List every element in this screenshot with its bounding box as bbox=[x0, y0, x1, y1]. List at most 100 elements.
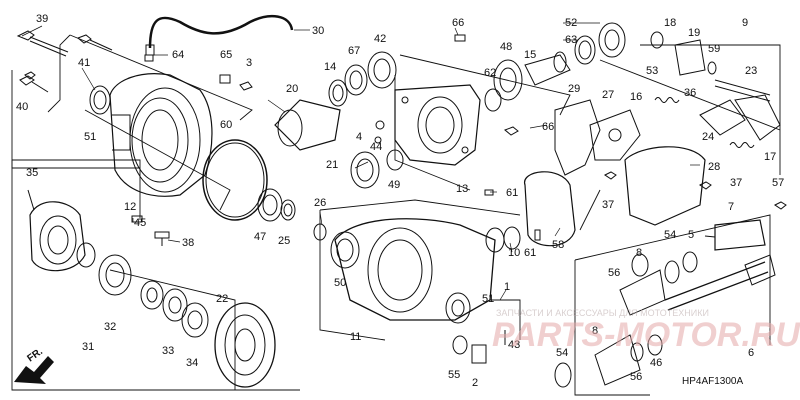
callout: 64 bbox=[172, 49, 184, 61]
callout: 55 bbox=[448, 369, 460, 381]
callout: 44 bbox=[370, 141, 382, 153]
callout: 57 bbox=[772, 177, 784, 189]
callout: 25 bbox=[278, 235, 290, 247]
callout: 16 bbox=[630, 91, 642, 103]
callout: 54 bbox=[664, 229, 676, 241]
callout: 30 bbox=[312, 25, 324, 37]
callout: 3 bbox=[246, 57, 252, 69]
callout: 19 bbox=[688, 27, 700, 39]
callout: 45 bbox=[134, 217, 146, 229]
leader-lines bbox=[21, 22, 700, 301]
callout: 66 bbox=[452, 17, 464, 29]
callout: 38 bbox=[182, 237, 194, 249]
callout: 6 bbox=[748, 347, 754, 359]
callout: 35 bbox=[26, 167, 38, 179]
callout: 49 bbox=[388, 179, 400, 191]
callout: 31 bbox=[82, 341, 94, 353]
callout: 13 bbox=[456, 183, 468, 195]
callout: 1 bbox=[504, 281, 510, 293]
callout: 33 bbox=[162, 345, 174, 357]
callout: 12 bbox=[124, 201, 136, 213]
callout: 40 bbox=[16, 101, 28, 113]
callout: 46 bbox=[650, 357, 662, 369]
callout: 29 bbox=[568, 83, 580, 95]
ring-gear-22 bbox=[214, 302, 276, 388]
rear-housing-cover bbox=[89, 73, 213, 197]
callout: 47 bbox=[254, 231, 266, 243]
callout-labels: 39 30 64 66 52 63 18 9 19 59 65 3 67 14 … bbox=[14, 13, 800, 389]
watermark-subtitle: ЗАПЧАСТИ И АКСЕССУАРЫ ДЛЯ МОТОТЕХНИКИ bbox=[496, 308, 709, 318]
callout: 8 bbox=[636, 247, 642, 259]
diagram-code: HP4AF1300A bbox=[682, 376, 743, 387]
callout: 24 bbox=[702, 131, 714, 143]
callout: 56 bbox=[630, 371, 642, 383]
callout: 11 bbox=[350, 331, 361, 343]
shift-plate-27 bbox=[554, 99, 641, 176]
callout: 66 bbox=[542, 121, 554, 133]
gasket-58 bbox=[524, 171, 576, 247]
callout: 56 bbox=[608, 267, 620, 279]
watermark-brand: PARTS-MOTOR.RU bbox=[492, 316, 800, 354]
center-housing-13 bbox=[394, 84, 481, 166]
callout: 36 bbox=[684, 87, 696, 99]
callout: 9 bbox=[742, 17, 748, 29]
callout: 26 bbox=[314, 197, 326, 209]
callout: 10 bbox=[508, 247, 520, 259]
callout: 58 bbox=[552, 239, 564, 251]
bolt-39 bbox=[16, 30, 69, 57]
callout: 37 bbox=[602, 199, 614, 211]
callout: 62 bbox=[484, 67, 496, 79]
final-gear-housing-11 bbox=[330, 218, 496, 321]
callout: 28 bbox=[708, 161, 720, 173]
callout: 52 bbox=[565, 17, 577, 29]
callout: 53 bbox=[646, 65, 658, 77]
differential-case bbox=[27, 189, 86, 272]
callout: 22 bbox=[216, 293, 228, 305]
axle-shaft-6 bbox=[664, 254, 776, 311]
callout: 8 bbox=[592, 325, 598, 337]
callout: 32 bbox=[104, 321, 116, 333]
callout: 15 bbox=[524, 49, 536, 61]
callout: 21 bbox=[326, 159, 338, 171]
callout: 43 bbox=[508, 339, 520, 351]
callout: 27 bbox=[602, 89, 614, 101]
callout: 4 bbox=[356, 131, 362, 143]
o-ring-60 bbox=[202, 139, 268, 221]
cover-28 bbox=[624, 146, 706, 226]
watermark: ЗАПЧАСТИ И АКСЕССУАРЫ ДЛЯ МОТОТЕХНИКИ PA… bbox=[492, 308, 800, 354]
spider-gear-32 bbox=[76, 242, 132, 296]
callout: 51 bbox=[84, 131, 96, 143]
callout: 39 bbox=[36, 13, 48, 25]
callout: 2 bbox=[472, 377, 478, 389]
callout: 67 bbox=[348, 45, 360, 57]
callout: 63 bbox=[565, 34, 577, 46]
front-direction-arrow: FR. bbox=[14, 346, 54, 384]
callout: 42 bbox=[374, 33, 386, 45]
callout: 23 bbox=[745, 65, 757, 77]
callout: 18 bbox=[664, 17, 676, 29]
callout: 34 bbox=[186, 357, 198, 369]
callout: 41 bbox=[78, 57, 90, 69]
group-outlines bbox=[11, 34, 781, 396]
callout: 37 bbox=[730, 177, 742, 189]
callout: 7 bbox=[728, 201, 734, 213]
callout: 61 bbox=[524, 247, 536, 259]
callout: 17 bbox=[764, 151, 776, 163]
callout: 60 bbox=[220, 119, 232, 131]
callout: 59 bbox=[708, 43, 720, 55]
callout: 50 bbox=[334, 277, 346, 289]
bearing-47 bbox=[257, 188, 296, 222]
callout: 20 bbox=[286, 83, 298, 95]
fr-label: FR. bbox=[25, 346, 45, 364]
callout: 48 bbox=[500, 41, 512, 53]
callout: 61 bbox=[506, 187, 518, 199]
callout: 65 bbox=[220, 49, 232, 61]
callout: 54 bbox=[556, 347, 568, 359]
callout: 5 bbox=[688, 229, 694, 241]
callout: 51 bbox=[482, 293, 494, 305]
callout: 14 bbox=[324, 61, 336, 73]
drive-shaft-7 bbox=[704, 219, 766, 251]
pinion-gear-20 bbox=[274, 99, 341, 151]
